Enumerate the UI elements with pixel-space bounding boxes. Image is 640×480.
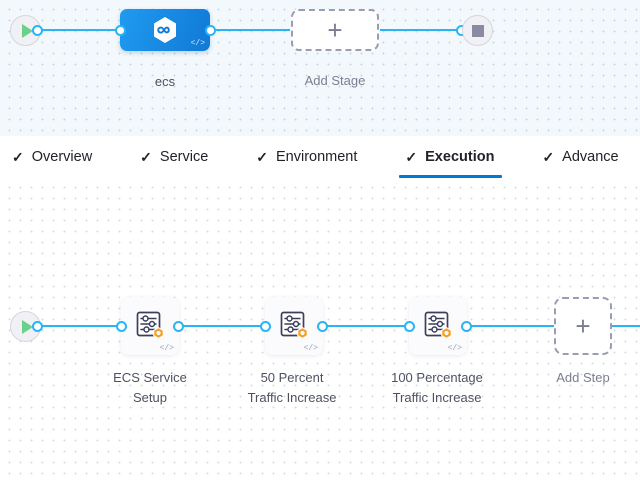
tab-environment[interactable]: ✓ Environment bbox=[250, 136, 371, 178]
edge-add-stage-to-end bbox=[380, 29, 462, 31]
edge-step3-to-add-step bbox=[466, 325, 554, 327]
stage-node-ecs[interactable]: </> bbox=[120, 9, 210, 51]
step-label-50-percent-traffic-increase: 50 Percent Traffic Increase bbox=[229, 368, 355, 408]
stage-code-icon[interactable]: </> bbox=[190, 39, 205, 48]
stage-config-tabs: ✓ Overview ✓ Service ✓ Environment ✓ Exe… bbox=[0, 136, 640, 178]
step-label-line2: Traffic Increase bbox=[247, 390, 337, 406]
step-node-100-percentage-traffic-increase[interactable]: </> bbox=[409, 297, 467, 355]
tab-overview-label: Overview bbox=[31, 149, 93, 165]
edge-start-to-step1 bbox=[36, 325, 128, 327]
harness-hexagon-icon bbox=[152, 16, 178, 44]
step-start-node[interactable] bbox=[10, 311, 41, 342]
check-icon: ✓ bbox=[405, 149, 418, 165]
plus-icon: + bbox=[327, 15, 343, 45]
step3-output-port[interactable] bbox=[461, 321, 472, 332]
check-icon: ✓ bbox=[12, 149, 24, 165]
step-start-output-port[interactable] bbox=[32, 321, 43, 332]
add-step-label: Add Step bbox=[556, 370, 610, 385]
step2-output-port[interactable] bbox=[317, 321, 328, 332]
ecs-sliders-icon bbox=[133, 309, 167, 343]
stage-label-ecs: ecs bbox=[154, 74, 176, 89]
step-label-ecs-service-setup: ECS Service Setup bbox=[95, 368, 205, 408]
step-label-line1: ECS Service bbox=[113, 370, 187, 385]
step3-input-port[interactable] bbox=[404, 321, 415, 332]
add-step-button[interactable]: + bbox=[554, 297, 612, 355]
tab-execution-label: Execution bbox=[425, 149, 495, 165]
stage-graph-canvas[interactable]: </> ecs + Add Stage bbox=[0, 0, 640, 136]
tab-service-label: Service bbox=[159, 149, 209, 165]
play-icon bbox=[21, 23, 33, 38]
add-stage-label: Add Stage bbox=[304, 73, 366, 88]
tab-overview[interactable]: ✓ Overview bbox=[6, 136, 106, 178]
step1-output-port[interactable] bbox=[173, 321, 184, 332]
stage-start-output-port[interactable] bbox=[32, 25, 43, 36]
step-label-line2: Setup bbox=[133, 390, 167, 406]
stage-ecs-output-port[interactable] bbox=[205, 25, 216, 36]
tab-advanced[interactable]: ✓ Advance bbox=[536, 136, 632, 178]
step-code-icon[interactable]: </> bbox=[159, 344, 174, 353]
tab-service[interactable]: ✓ Service bbox=[134, 136, 222, 178]
execution-graph-canvas[interactable]: </> ECS Service Setup bbox=[0, 178, 640, 480]
step-label-line2: Traffic Increase bbox=[392, 390, 482, 406]
stage-ecs-input-port[interactable] bbox=[115, 25, 126, 36]
play-icon bbox=[21, 319, 33, 334]
tab-advanced-label: Advance bbox=[562, 149, 619, 165]
step-node-ecs-service-setup[interactable]: </> bbox=[121, 297, 179, 355]
plus-icon: + bbox=[575, 311, 591, 341]
check-icon: ✓ bbox=[256, 149, 268, 165]
step-code-icon[interactable]: </> bbox=[303, 344, 318, 353]
tab-environment-label: Environment bbox=[276, 149, 358, 165]
step-label-100-percentage-traffic-increase: 100 Percentage Traffic Increase bbox=[371, 368, 503, 408]
check-icon: ✓ bbox=[140, 149, 152, 165]
check-icon: ✓ bbox=[542, 149, 555, 165]
step-label-line1: 100 Percentage bbox=[391, 370, 483, 385]
step-node-50-percent-traffic-increase[interactable]: </> bbox=[265, 297, 323, 355]
edge-ecs-to-add-stage bbox=[210, 29, 290, 31]
step1-input-port[interactable] bbox=[116, 321, 127, 332]
step-code-icon[interactable]: </> bbox=[447, 344, 462, 353]
ecs-sliders-icon bbox=[277, 309, 311, 343]
stage-end-node[interactable] bbox=[462, 15, 493, 46]
edge-step1-to-step2 bbox=[178, 325, 270, 327]
add-stage-button[interactable]: + bbox=[291, 9, 379, 51]
edge-add-step-trailing bbox=[612, 325, 640, 327]
ecs-sliders-icon bbox=[421, 309, 455, 343]
tab-execution[interactable]: ✓ Execution bbox=[399, 136, 508, 178]
step-label-line1: 50 Percent bbox=[260, 370, 324, 385]
edge-step2-to-step3 bbox=[322, 325, 410, 327]
step2-input-port[interactable] bbox=[260, 321, 271, 332]
stop-icon bbox=[471, 24, 484, 37]
edge-start-to-ecs bbox=[36, 29, 126, 31]
